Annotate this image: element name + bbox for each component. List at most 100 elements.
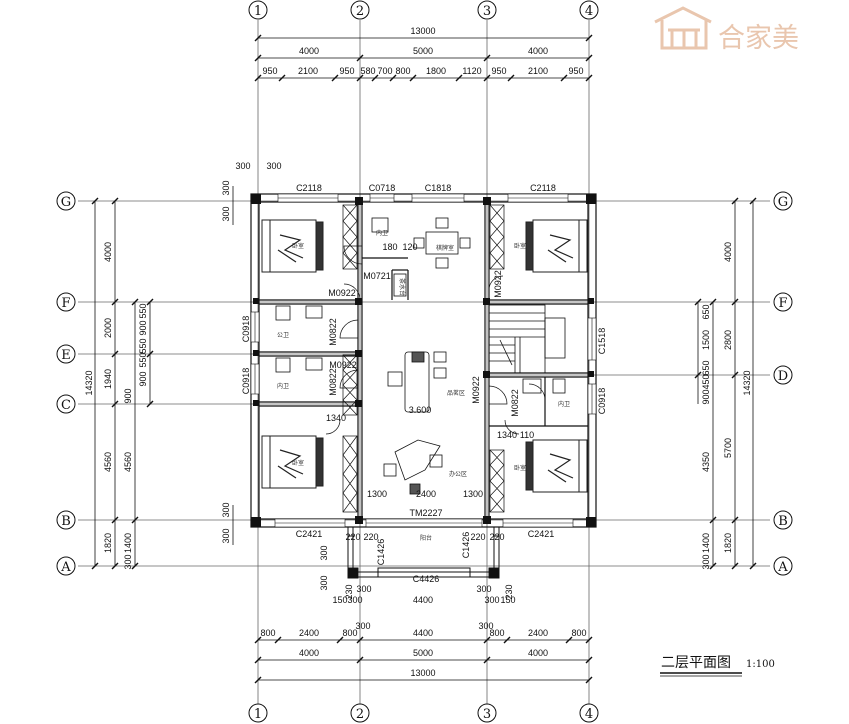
svg-text:950: 950 [568, 66, 583, 76]
svg-text:5000: 5000 [413, 648, 433, 658]
svg-text:C1518: C1518 [597, 328, 607, 355]
svg-text:300: 300 [221, 206, 231, 221]
svg-text:13000: 13000 [410, 26, 435, 36]
bed-bottom-left-icon [261, 435, 324, 489]
svg-text:M0922: M0922 [328, 288, 356, 298]
svg-text:C1426: C1426 [376, 539, 386, 566]
svg-text:5700: 5700 [723, 438, 733, 458]
toilet-gongwei [275, 305, 291, 321]
svg-text:3.600: 3.600 [409, 405, 432, 415]
svg-text:300: 300 [221, 502, 231, 517]
svg-text:A: A [60, 560, 71, 575]
svg-text:550: 550 [138, 303, 148, 318]
svg-text:1: 1 [254, 4, 262, 19]
svg-text:2: 2 [356, 707, 364, 722]
svg-text:4: 4 [585, 4, 593, 19]
staircase [488, 304, 546, 374]
right-dimension-texts: 14320 4000 2800 5700 1820 4350 1400 300 … [701, 242, 752, 570]
svg-text:4560: 4560 [103, 452, 113, 472]
svg-text:2800: 2800 [723, 330, 733, 350]
svg-text:G: G [61, 195, 71, 210]
right-dimension-lines [694, 197, 757, 570]
svg-text:4000: 4000 [299, 46, 319, 56]
room-labels: 卧室 卧室 卧室 卧室 内卫 内卫 内卫 公卫 棋牌室 品茗区 办公区 阳台 茶… [277, 229, 570, 542]
svg-text:950: 950 [491, 66, 506, 76]
svg-text:公卫: 公卫 [277, 332, 289, 339]
svg-text:C0718: C0718 [369, 183, 396, 193]
svg-text:150: 150 [500, 595, 515, 605]
svg-text:13000: 13000 [410, 668, 435, 678]
svg-text:4: 4 [585, 707, 593, 722]
bed-top-left-icon [261, 219, 324, 273]
bottom-dimension-texts: 800 2400 800 4400 800 2400 800 4000 5000… [260, 621, 586, 678]
svg-text:C0918: C0918 [241, 316, 251, 343]
svg-text:4400: 4400 [413, 628, 433, 638]
window-labels: C2118 C0718 C1818 C2118 C0918 C0918 C242… [241, 183, 607, 584]
watermark-text: 合家美 [718, 23, 799, 54]
svg-text:C0918: C0918 [241, 368, 251, 395]
inner-dimension-texts: 180 120 1340 1340 110 1300 2400 1300 220… [319, 242, 534, 605]
svg-text:品茗区: 品茗区 [447, 389, 465, 397]
svg-text:230: 230 [504, 584, 514, 599]
svg-text:M0822: M0822 [328, 368, 338, 396]
svg-text:900: 900 [138, 320, 148, 335]
svg-text:900: 900 [701, 389, 711, 404]
svg-text:卧室: 卧室 [514, 464, 526, 472]
svg-text:3: 3 [483, 4, 491, 19]
svg-text:1500: 1500 [701, 330, 711, 350]
svg-text:M0822: M0822 [510, 389, 520, 417]
drawing-title: 二层平面图 1:100 [660, 655, 775, 677]
svg-text:220: 220 [345, 532, 360, 542]
svg-text:2: 2 [356, 4, 364, 19]
top-dimension-texts: 13000 4000 5000 4000 950 2100 950 580 70… [235, 26, 583, 171]
top-dimension-lines [254, 34, 593, 82]
svg-text:1120: 1120 [462, 66, 481, 76]
svg-text:2000: 2000 [103, 318, 113, 338]
svg-text:300: 300 [221, 528, 231, 543]
svg-text:300: 300 [347, 595, 362, 605]
watermark-logo: 合家美 [654, 6, 799, 54]
svg-text:300: 300 [701, 554, 711, 569]
svg-text:阳台: 阳台 [420, 534, 432, 542]
svg-text:E: E [61, 348, 71, 363]
svg-text:4000: 4000 [103, 242, 113, 262]
svg-text:450: 450 [701, 374, 711, 389]
svg-text:1400: 1400 [701, 533, 711, 553]
svg-text:120: 120 [402, 242, 417, 252]
svg-text:C2421: C2421 [528, 529, 555, 539]
svg-text:2400: 2400 [416, 489, 436, 499]
svg-text:内卫: 内卫 [277, 382, 289, 390]
svg-text:C1818: C1818 [425, 183, 452, 193]
svg-text:950: 950 [339, 66, 354, 76]
svg-text:C2118: C2118 [296, 183, 322, 193]
svg-text:300: 300 [478, 621, 493, 631]
svg-text:300: 300 [319, 575, 329, 590]
bottom-dimension-lines [254, 636, 593, 684]
wardrobes [342, 204, 505, 513]
svg-text:TM2227: TM2227 [409, 508, 442, 518]
svg-text:300: 300 [476, 584, 491, 594]
svg-text:1340: 1340 [326, 413, 346, 423]
svg-text:C2118: C2118 [530, 183, 556, 193]
svg-text:2100: 2100 [528, 66, 548, 76]
svg-text:300: 300 [484, 595, 499, 605]
svg-text:茶水台: 茶水台 [398, 278, 406, 296]
svg-text:2100: 2100 [298, 66, 318, 76]
svg-text:C1426: C1426 [461, 532, 471, 559]
svg-text:卧室: 卧室 [514, 242, 526, 250]
svg-text:C4426: C4426 [413, 574, 440, 584]
svg-text:G: G [778, 195, 788, 210]
svg-text:650: 650 [701, 304, 711, 319]
office-desk [394, 439, 441, 481]
axis-bubbles [56, 0, 793, 723]
svg-text:220: 220 [470, 532, 485, 542]
svg-text:内卫: 内卫 [558, 400, 570, 408]
svg-text:950: 950 [262, 66, 277, 76]
mahjong-table [425, 231, 459, 255]
svg-text:550: 550 [138, 352, 148, 367]
svg-text:700: 700 [377, 66, 392, 76]
svg-text:M0822: M0822 [328, 318, 338, 346]
svg-text:800: 800 [489, 628, 504, 638]
svg-text:900: 900 [138, 371, 148, 386]
svg-text:A: A [777, 560, 788, 575]
